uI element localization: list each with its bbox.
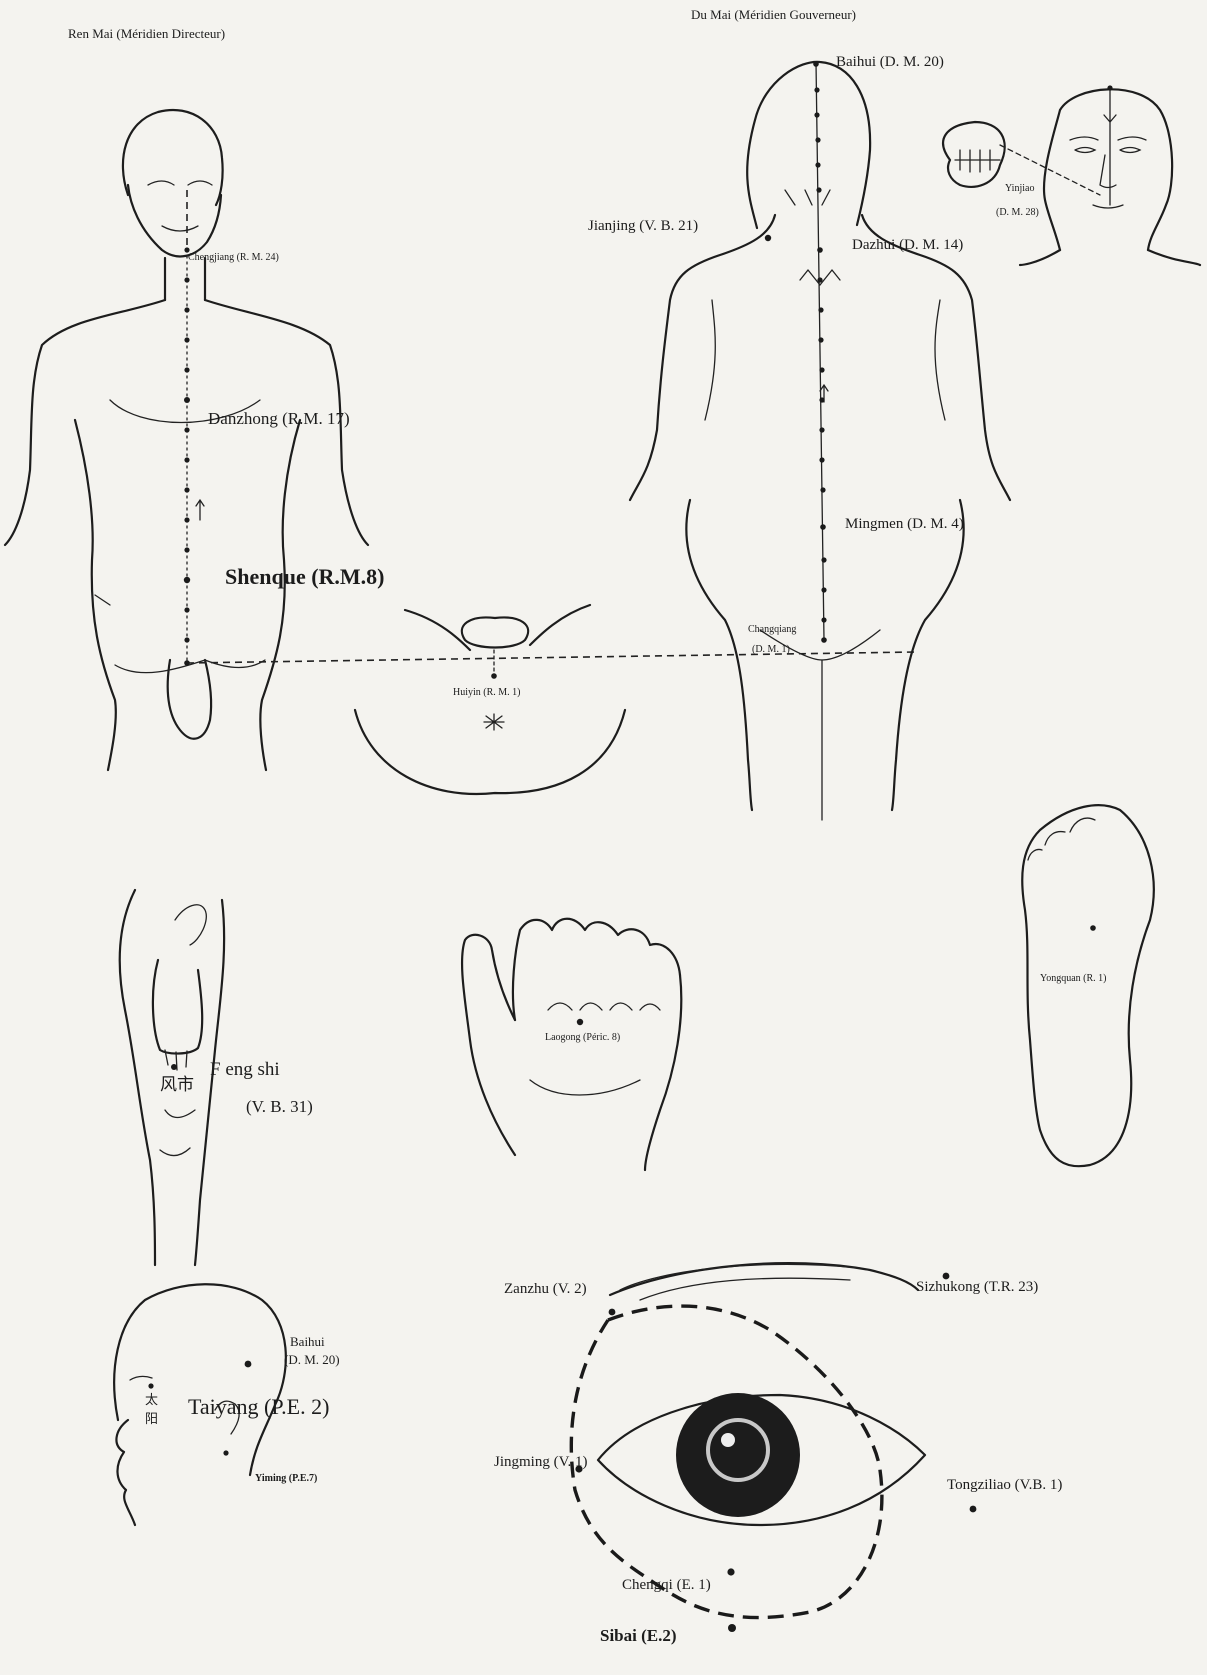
foot-figure [1022,805,1154,1166]
label-fengshi-name: F eng shi [210,1060,280,1079]
label-taiyang-chinese-2: 阳 [145,1412,158,1425]
label-yiming: Yiming (P.E.7) [255,1474,317,1484]
front-body-figure [5,110,915,770]
label-tongziliao: Tongziliao (V.B. 1) [947,1478,1062,1493]
label-changqiang-code: (D. M. 1) [752,645,790,655]
label-yinjiao-code: (D. M. 28) [996,208,1039,218]
label-dazhui: Dazhui (D. M. 14) [852,238,963,253]
label-chengqi: Chengqi (E. 1) [622,1578,711,1593]
label-huiyin: Huiyin (R. M. 1) [453,688,521,698]
label-danzhong: Danzhong (R.M. 17) [208,410,350,427]
label-chengjiang: Chengjiang (R. M. 24) [188,253,279,263]
label-laogong: Laogong (Péric. 8) [545,1033,620,1043]
label-jianjing: Jianjing (V. B. 21) [588,219,698,234]
label-baihui-top: Baihui (D. M. 20) [836,55,944,70]
label-sizhukong: Sizhukong (T.R. 23) [916,1280,1038,1295]
hand-figure [462,919,681,1170]
back-body-figure [630,62,1010,820]
label-changqiang-name: Changqiang [748,625,796,635]
label-taiyang-chinese-1: 太 [145,1393,158,1406]
ren-mai-title: Ren Mai (Méridien Directeur) [68,27,225,40]
face-figure [943,85,1200,265]
label-baihui-side-name: Baihui [290,1335,325,1348]
label-taiyang: Taiyang (P.E. 2) [188,1396,329,1418]
label-jingming: Jingming (V. 1) [494,1455,587,1470]
label-fengshi-chinese: 风市 [160,1076,194,1093]
label-fengshi-code: (V. B. 31) [246,1098,313,1115]
label-shenque: Shenque (R.M.8) [225,566,385,588]
label-baihui-side-code: (D. M. 20) [284,1353,340,1366]
label-yongquan: Yongquan (R. 1) [1040,974,1107,984]
label-yinjiao-name: Yinjiao [1005,184,1034,194]
perineum-figure [355,605,625,794]
label-mingmen: Mingmen (D. M. 4) [845,517,964,532]
label-zanzhu: Zanzhu (V. 2) [504,1282,587,1297]
label-sibai: Sibai (E.2) [600,1627,677,1644]
du-mai-title: Du Mai (Méridien Gouverneur) [691,8,856,21]
